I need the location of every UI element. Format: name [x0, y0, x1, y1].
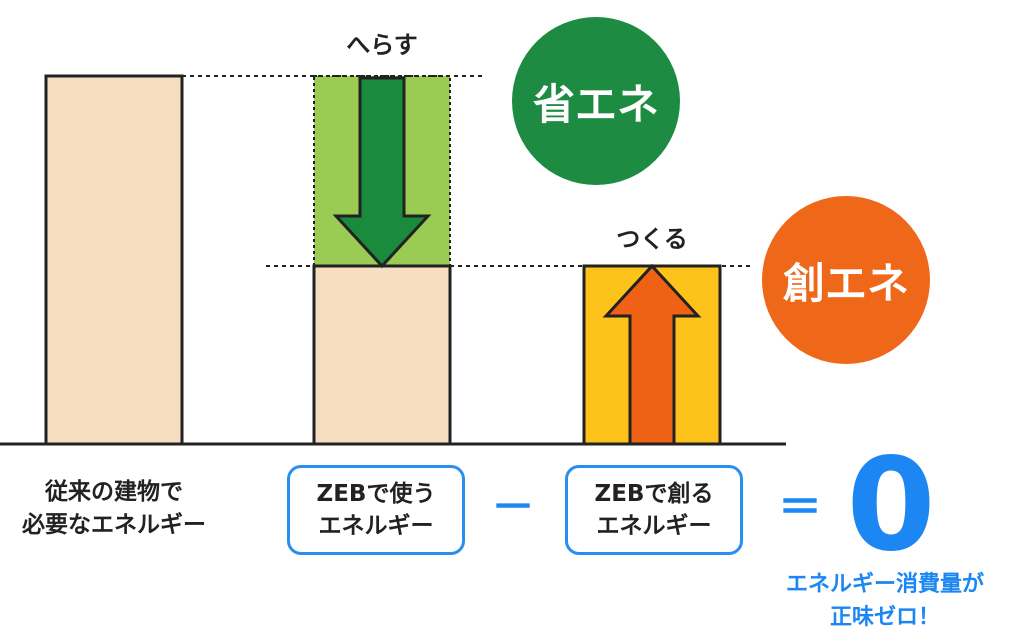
energy-saving-circle: 省エネ	[512, 17, 680, 185]
result-text-line1: エネルギー消費量が	[785, 572, 984, 597]
conventional-label-line2: 必要なエネルギー	[22, 512, 206, 538]
create-label: つくる	[616, 225, 688, 253]
result-text-line2: 正味ゼロ！	[829, 605, 940, 630]
conventional-label-line1: 従来の建物で	[45, 479, 183, 505]
zeb-use-energy-bar	[312, 264, 452, 446]
reduce-label: へらす	[346, 31, 418, 59]
up-arrow-icon	[602, 263, 702, 446]
energy-saving-text: 省エネ	[532, 79, 659, 129]
result-text: エネルギー消費量が 正味ゼロ！	[746, 568, 1024, 634]
energy-creation-text: 創エネ	[782, 258, 909, 308]
conventional-label: 従来の建物で 必要なエネルギー	[0, 476, 228, 542]
down-arrow-icon	[332, 76, 432, 269]
conventional-energy-bar	[44, 74, 184, 446]
zeb-create-label-line1: ZEBで創る	[594, 481, 714, 507]
minus-sign: －	[491, 482, 535, 533]
zeb-use-label-line2: エネルギー	[318, 513, 434, 539]
equals-sign: ＝	[778, 482, 822, 533]
zero-value: 0	[846, 431, 936, 580]
zeb-use-label-line1: ZEBで使う	[316, 481, 436, 507]
zeb-use-label-box: ZEBで使う エネルギー	[287, 465, 465, 555]
zeb-create-label-box: ZEBで創る エネルギー	[565, 465, 743, 555]
energy-creation-circle: 創エネ	[762, 196, 930, 364]
zeb-create-label-line2: エネルギー	[596, 513, 712, 539]
